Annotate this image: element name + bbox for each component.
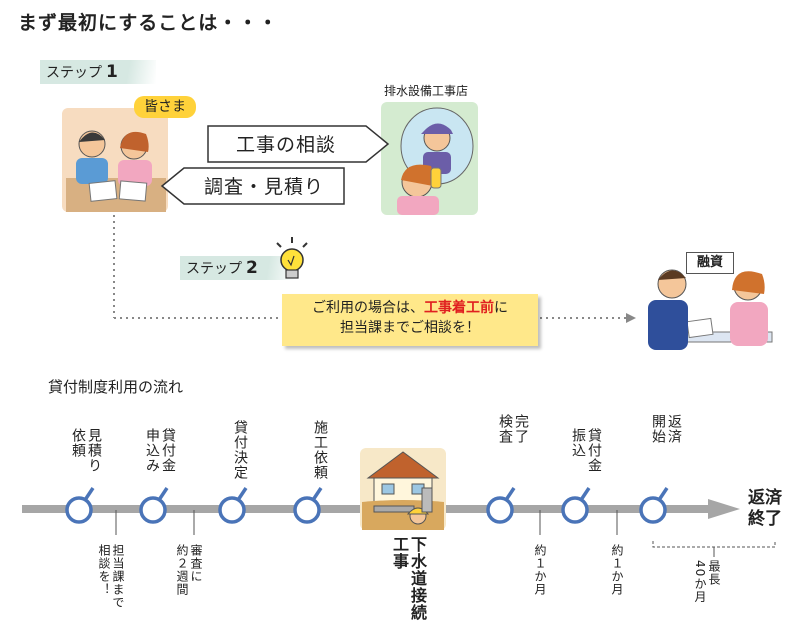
timeline-node bbox=[639, 487, 669, 524]
step2-message-emphasis: 工事着工前 bbox=[424, 300, 494, 316]
step2-message-text: に bbox=[494, 300, 508, 316]
flow-step-label: 見積り依頼 bbox=[70, 428, 102, 473]
step2-label: ステップ bbox=[186, 261, 242, 277]
flow-step-label: 貸付金申込み bbox=[144, 428, 176, 473]
loan-sign: 融資 bbox=[686, 252, 734, 274]
repayment-end-line2: 終了 bbox=[748, 509, 782, 529]
construction-illustration bbox=[360, 448, 446, 530]
customers-badge: 皆さま bbox=[134, 96, 196, 118]
flow-note-label: 約１か月 bbox=[533, 544, 547, 596]
timeline-node bbox=[218, 487, 248, 524]
repayment-end-line1: 返済 bbox=[748, 488, 782, 508]
timeline-nodes bbox=[65, 487, 669, 524]
flow-title: 貸付制度利用の流れ bbox=[48, 378, 184, 396]
page-title: まず最初にすることは・・・ bbox=[18, 12, 279, 34]
consult-arrow-label: 工事の相談 bbox=[235, 134, 336, 156]
flow-note-label: 約１か月 bbox=[610, 544, 624, 596]
loan-illustration bbox=[642, 244, 778, 360]
flow-note-label: 審査に約２週間 bbox=[175, 544, 203, 596]
construction-image bbox=[362, 451, 444, 530]
step2-message-box: ご利用の場合は、工事着工前に 担当課までご相談を！ bbox=[282, 294, 538, 346]
flow-step-label: 施工依頼 bbox=[312, 420, 328, 480]
estimate-arrow bbox=[160, 167, 345, 205]
repayment-end-label: 返済 終了 bbox=[748, 488, 782, 530]
timeline-ticks bbox=[115, 510, 776, 557]
step1-label: ステップ bbox=[46, 65, 102, 81]
consult-arrow bbox=[207, 125, 390, 163]
shop-label: 排水設備工事店 bbox=[384, 84, 469, 98]
timeline-node bbox=[293, 487, 323, 524]
shop-figures-image bbox=[397, 107, 474, 215]
flow-step-label: 貸付金振込 bbox=[570, 428, 602, 473]
estimate-arrow-label: 調査・見積り bbox=[203, 176, 324, 198]
shop-illustration bbox=[381, 102, 478, 215]
flow-step-label: 貸付決定 bbox=[232, 420, 248, 480]
flow-step-label: 返済開始 bbox=[650, 414, 682, 444]
customers-figures-image bbox=[66, 130, 166, 212]
step2-message-line2: 担当課までご相談を！ bbox=[340, 320, 480, 336]
timeline-node bbox=[561, 487, 591, 524]
flow-note-label: 担当課まで相談を！ bbox=[97, 544, 125, 609]
loan-meeting-image bbox=[648, 269, 773, 350]
step2-message-line1: ご利用の場合は、工事着工前に bbox=[282, 298, 538, 318]
step1-number: 1 bbox=[106, 62, 118, 82]
step2-number: 2 bbox=[246, 258, 258, 278]
step2-message-text: ご利用の場合は、 bbox=[312, 300, 424, 316]
construction-label: 下水道接続工事 bbox=[390, 536, 427, 621]
lightbulb-icon bbox=[276, 237, 308, 279]
timeline-node bbox=[65, 487, 95, 524]
flow-step-label: 完了検査 bbox=[497, 414, 529, 444]
timeline-node bbox=[139, 487, 169, 524]
timeline-node bbox=[486, 487, 516, 524]
customers-illustration bbox=[62, 108, 168, 212]
